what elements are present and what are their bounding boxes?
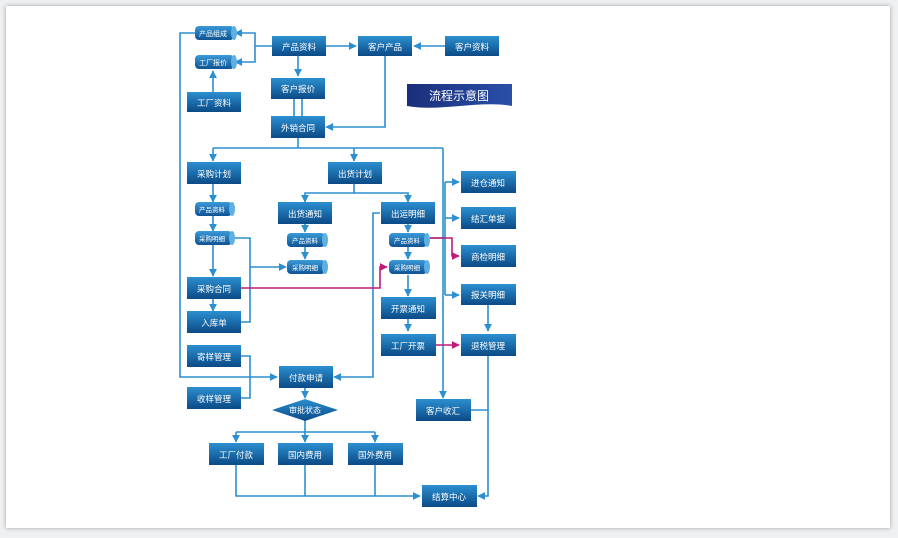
node-sales-contract[interactable]: 外销合同	[271, 116, 325, 138]
node-tax-refund[interactable]: 退税管理	[461, 334, 516, 356]
node-label: 产品资料	[292, 236, 319, 245]
node-purchase-plan[interactable]: 采购计划	[187, 162, 241, 184]
node-invoice-notice[interactable]: 开票通知	[381, 297, 436, 319]
node-label: 客户资料	[455, 42, 490, 53]
node-label: 进仓通知	[471, 178, 505, 189]
node-factory-quote[interactable]: 工厂报价	[195, 55, 237, 69]
node-factory-invoice[interactable]: 工厂开票	[381, 334, 436, 356]
node-label: 审批状态	[289, 405, 321, 415]
node-purchase-detail-pill-2[interactable]: 采购明细	[287, 260, 328, 274]
node-label: 出货计划	[338, 169, 372, 180]
node-sample-send[interactable]: 寄样管理	[187, 345, 241, 367]
node-label: 工厂资料	[197, 98, 232, 109]
node-customs-detail[interactable]: 报关明细	[461, 284, 516, 305]
node-purchase-detail-pill-3[interactable]: 采购明细	[389, 260, 430, 274]
node-product-info-pill-2[interactable]: 产品资料	[287, 233, 328, 247]
node-label: 收样管理	[197, 394, 232, 405]
node-label: 客户产品	[368, 42, 402, 53]
node-domestic-cost[interactable]: 国内费用	[278, 443, 333, 465]
node-label: 采购明细	[394, 263, 421, 272]
node-label: 商检明细	[471, 252, 505, 263]
highlight-connectors	[240, 237, 460, 349]
node-product-info-pill-1[interactable]: 产品资料	[195, 202, 235, 216]
node-label: 国内费用	[288, 450, 322, 461]
node-label: 外销合同	[281, 123, 315, 134]
node-foreign-cost[interactable]: 国外费用	[348, 443, 403, 465]
node-customer-quote[interactable]: 客户报价	[271, 78, 325, 99]
node-label: 结汇单据	[471, 214, 506, 225]
node-purchase-contract[interactable]: 采购合同	[187, 277, 241, 299]
node-settlement-doc[interactable]: 结汇单据	[461, 207, 516, 229]
node-customer-product[interactable]: 客户产品	[358, 36, 412, 56]
node-label: 工厂报价	[199, 58, 227, 67]
node-label: 客户收汇	[426, 406, 461, 417]
node-label: 采购明细	[199, 234, 226, 243]
node-factory-payment[interactable]: 工厂付款	[209, 443, 264, 465]
diagram-title: 流程示意图	[429, 88, 489, 103]
node-label: 工厂付款	[219, 450, 254, 461]
node-inspection-detail[interactable]: 商检明细	[461, 245, 516, 267]
node-label: 寄样管理	[197, 352, 232, 363]
node-product-composition[interactable]: 产品组成	[195, 26, 237, 40]
node-customer-info[interactable]: 客户资料	[445, 36, 499, 56]
node-shipment-notice[interactable]: 出货通知	[278, 202, 332, 224]
node-label: 采购合同	[197, 284, 231, 295]
node-label: 国外费用	[358, 450, 392, 461]
node-customer-receipt[interactable]: 客户收汇	[416, 399, 471, 421]
node-label: 产品资料	[199, 205, 226, 214]
connector-lines	[179, 29, 492, 500]
node-purchase-detail-pill-1[interactable]: 采购明细	[195, 231, 235, 245]
node-label: 产品资料	[394, 236, 421, 245]
node-payment-request[interactable]: 付款申请	[279, 366, 333, 388]
node-label: 采购明细	[292, 263, 319, 272]
node-shipment-plan[interactable]: 出货计划	[328, 162, 382, 184]
node-label: 付款申请	[289, 373, 324, 384]
node-product-info[interactable]: 产品资料	[272, 36, 326, 56]
title-banner: 流程示意图	[407, 84, 512, 108]
node-label: 产品资料	[282, 42, 317, 53]
node-product-info-pill-3[interactable]: 产品资料	[389, 233, 430, 247]
node-label: 报关明细	[471, 290, 505, 301]
node-approval-status[interactable]: 审批状态	[272, 399, 338, 421]
node-factory-info[interactable]: 工厂资料	[187, 92, 241, 112]
node-label: 出运明细	[391, 209, 425, 220]
node-label: 客户报价	[281, 84, 316, 95]
node-label: 采购计划	[197, 169, 231, 180]
node-settlement-center[interactable]: 结算中心	[422, 485, 477, 507]
node-shipping-detail[interactable]: 出运明细	[381, 202, 435, 224]
node-label: 开票通知	[391, 304, 425, 315]
node-label: 出货通知	[288, 209, 322, 220]
node-label: 退税管理	[471, 341, 506, 352]
node-label: 工厂开票	[391, 342, 426, 352]
node-label: 产品组成	[199, 29, 227, 38]
node-label: 结算中心	[432, 492, 467, 503]
node-sample-receive[interactable]: 收样管理	[187, 387, 241, 409]
node-stock-in[interactable]: 入库单	[187, 311, 241, 333]
node-label: 入库单	[201, 318, 227, 329]
node-warehouse-notice[interactable]: 进仓通知	[461, 171, 516, 193]
